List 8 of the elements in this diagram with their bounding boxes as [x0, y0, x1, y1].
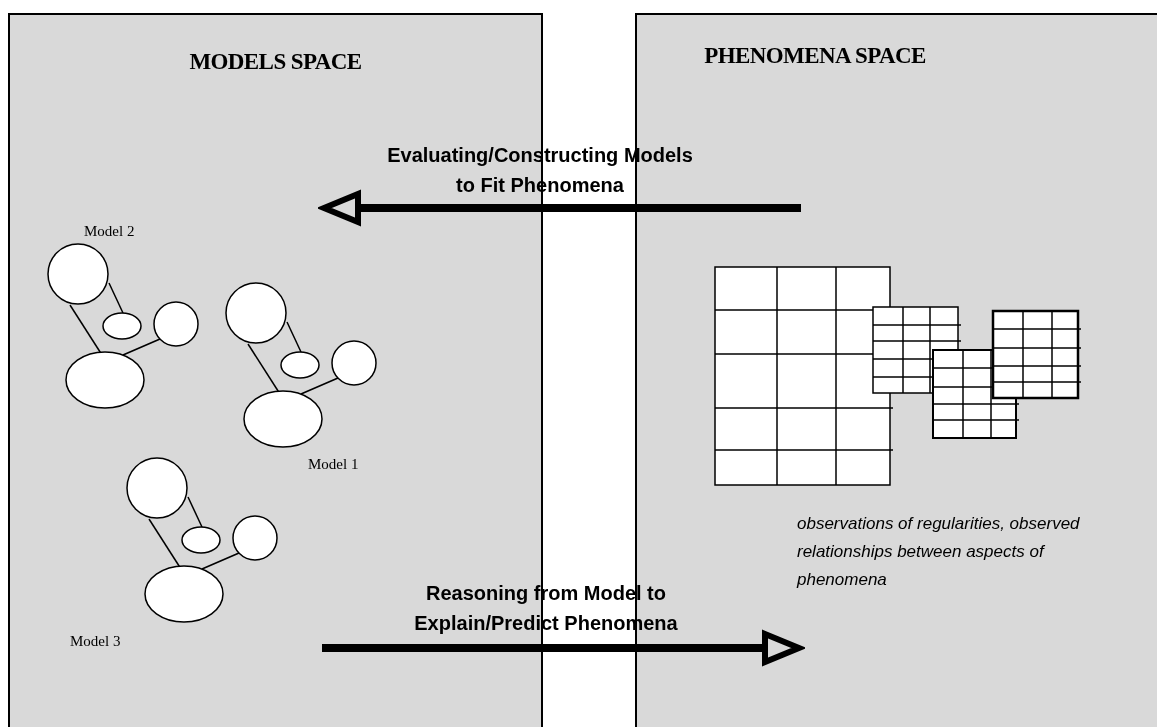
model-label: Model 1	[308, 455, 359, 474]
arrow	[322, 631, 802, 665]
model-label: Model 3	[70, 632, 121, 651]
model-label: Model 2	[84, 222, 135, 241]
annotation-text: observations of regularities, observed relationships between aspects of phenomena	[797, 513, 1081, 591]
panel-title: PHENOMENA SPACE	[703, 42, 927, 70]
panel-title: MODELS SPACE	[188, 48, 363, 76]
arrow	[321, 191, 801, 225]
